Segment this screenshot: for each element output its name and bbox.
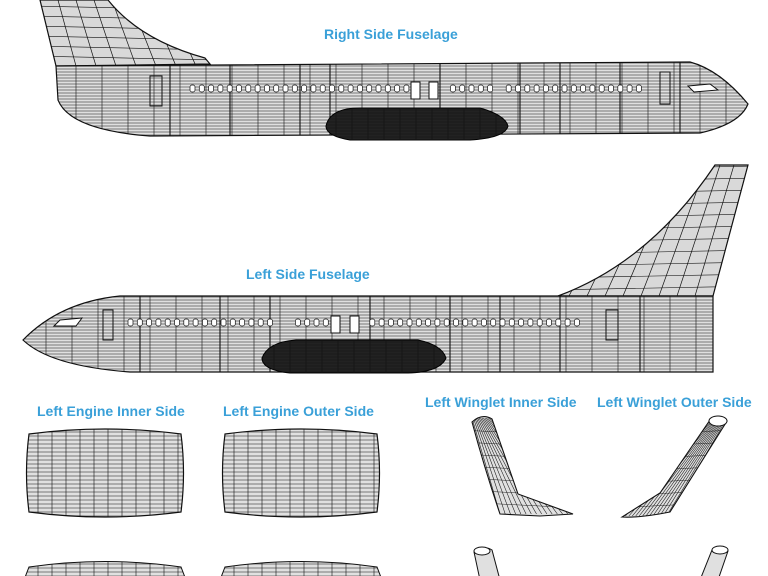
right-fuselage-front-door [659,71,671,105]
left-engine-outer-side [221,428,381,518]
left-fuselage-tail [557,164,749,297]
label-right-side-fuselage: Right Side Fuselage [324,26,458,42]
engine-inner-lower-partial [24,561,186,576]
left-winglet-outer-side [620,415,728,518]
label-left-winglet-inner-side: Left Winglet Inner Side [425,394,577,410]
left-side-fuselage [22,164,749,374]
label-left-side-fuselage: Left Side Fuselage [246,266,370,282]
label-left-winglet-outer-side: Left Winglet Outer Side [597,394,752,410]
right-fuselage-cockpit-window [686,83,720,93]
right-fuselage-tail [39,0,212,67]
right-fuselage-rear-door [149,75,163,107]
left-winglet-inner-side [471,416,574,517]
label-left-engine-outer-side: Left Engine Outer Side [223,403,374,419]
engine-outer-lower-partial [220,561,382,576]
winglet-lower-partial [473,545,729,576]
left-engine-inner-side [25,428,185,518]
label-left-engine-inner-side: Left Engine Inner Side [37,403,185,419]
